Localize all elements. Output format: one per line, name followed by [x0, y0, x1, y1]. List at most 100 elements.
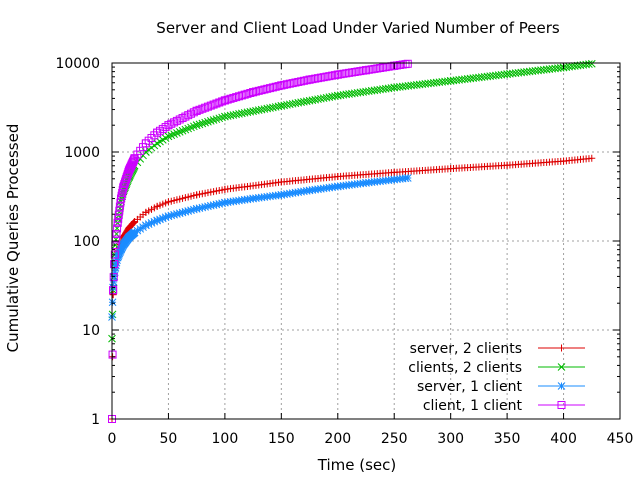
data-point: [235, 92, 243, 101]
data-point: [277, 81, 286, 90]
y-tick-label: 1: [91, 412, 100, 428]
data-point: [187, 109, 196, 118]
data-point: [299, 76, 308, 85]
data-point: [201, 203, 209, 211]
data-point: [401, 174, 410, 183]
data-point: [215, 98, 224, 107]
data-point: [173, 129, 181, 137]
data-point: [115, 202, 124, 211]
data-point: [226, 94, 235, 103]
data-point: [175, 115, 184, 124]
data-point: [181, 112, 190, 121]
data-point: [237, 91, 246, 100]
series-1: [108, 154, 596, 423]
chart-title: Server and Client Load Under Varied Numb…: [156, 19, 560, 37]
data-point: [218, 199, 226, 208]
data-point: [130, 218, 138, 226]
data-point: [109, 286, 118, 295]
data-point: [201, 103, 210, 112]
data-point: [187, 206, 195, 215]
data-point: [110, 250, 119, 259]
data-point: [268, 83, 277, 92]
data-point: [195, 105, 204, 114]
data-point: [117, 194, 126, 203]
data-point: [115, 206, 124, 215]
legend-label: client, 1 client: [423, 398, 523, 414]
data-point: [110, 268, 119, 276]
data-point: [288, 79, 297, 88]
data-point: [141, 139, 150, 148]
data-point: [142, 221, 150, 230]
data-point: [150, 131, 159, 140]
legend: server, 2 clients clients, 2 clients serve…: [408, 341, 585, 414]
data-point: [294, 77, 303, 86]
data-point: [172, 116, 181, 125]
data-point: [308, 75, 317, 84]
data-point: [330, 71, 339, 80]
data-point: [254, 86, 263, 95]
series-layer: [108, 59, 596, 423]
data-point: [311, 74, 320, 83]
data-point: [139, 223, 147, 231]
data-point: [195, 204, 204, 213]
data-point: [282, 80, 291, 89]
x-tick-label: 250: [381, 431, 408, 447]
data-point: [116, 247, 125, 255]
data-point: [178, 126, 187, 135]
data-point: [215, 199, 224, 208]
data-point: [189, 205, 198, 214]
y-tick-label: 10000: [55, 56, 100, 72]
data-point: [164, 132, 173, 141]
data-point: [181, 125, 190, 134]
data-point: [209, 116, 218, 124]
data-point: [118, 186, 127, 195]
data-point: [204, 202, 212, 211]
data-point: [302, 76, 311, 85]
data-point: [198, 119, 207, 128]
data-point: [201, 118, 209, 127]
data-point: [218, 113, 226, 122]
data-point: [319, 73, 328, 82]
data-point: [314, 74, 323, 83]
grid: [112, 63, 620, 419]
data-point: [170, 118, 179, 127]
y-axis-title: Cumulative Queries Processed: [4, 124, 22, 353]
data-point: [109, 273, 118, 282]
data-point: [209, 100, 218, 109]
data-point: [209, 201, 218, 209]
data-point: [178, 114, 187, 123]
x-axis-title: Time (sec): [317, 456, 396, 474]
data-point: [178, 208, 187, 217]
data-point: [215, 114, 224, 123]
x-tick-label: 150: [268, 431, 295, 447]
data-point: [229, 93, 238, 102]
data-point: [147, 134, 156, 143]
data-point: [133, 226, 142, 235]
data-point: [212, 99, 221, 108]
data-point: [192, 204, 201, 213]
data-point: [585, 155, 593, 163]
data-point: [184, 111, 193, 120]
legend-label: server, 2 clients: [410, 341, 522, 357]
data-point: [206, 101, 215, 110]
data-point: [189, 122, 198, 131]
data-point: [109, 291, 117, 299]
data-point: [114, 210, 123, 219]
legend-label: clients, 2 clients: [408, 360, 522, 376]
data-point: [274, 82, 283, 91]
data-point: [204, 117, 212, 126]
data-point: [285, 79, 294, 88]
x-tick-label: 0: [108, 431, 117, 447]
data-point: [161, 213, 170, 222]
data-point: [167, 211, 176, 220]
data-point: [181, 207, 190, 216]
data-point: [223, 95, 232, 104]
legend-label: server, 1 client: [417, 379, 523, 395]
data-point: [192, 106, 201, 115]
x-tick-label: 350: [494, 431, 521, 447]
legend-marker: [557, 382, 566, 390]
x-tick-label: 300: [437, 431, 464, 447]
data-point: [184, 124, 193, 133]
data-point: [170, 130, 178, 138]
